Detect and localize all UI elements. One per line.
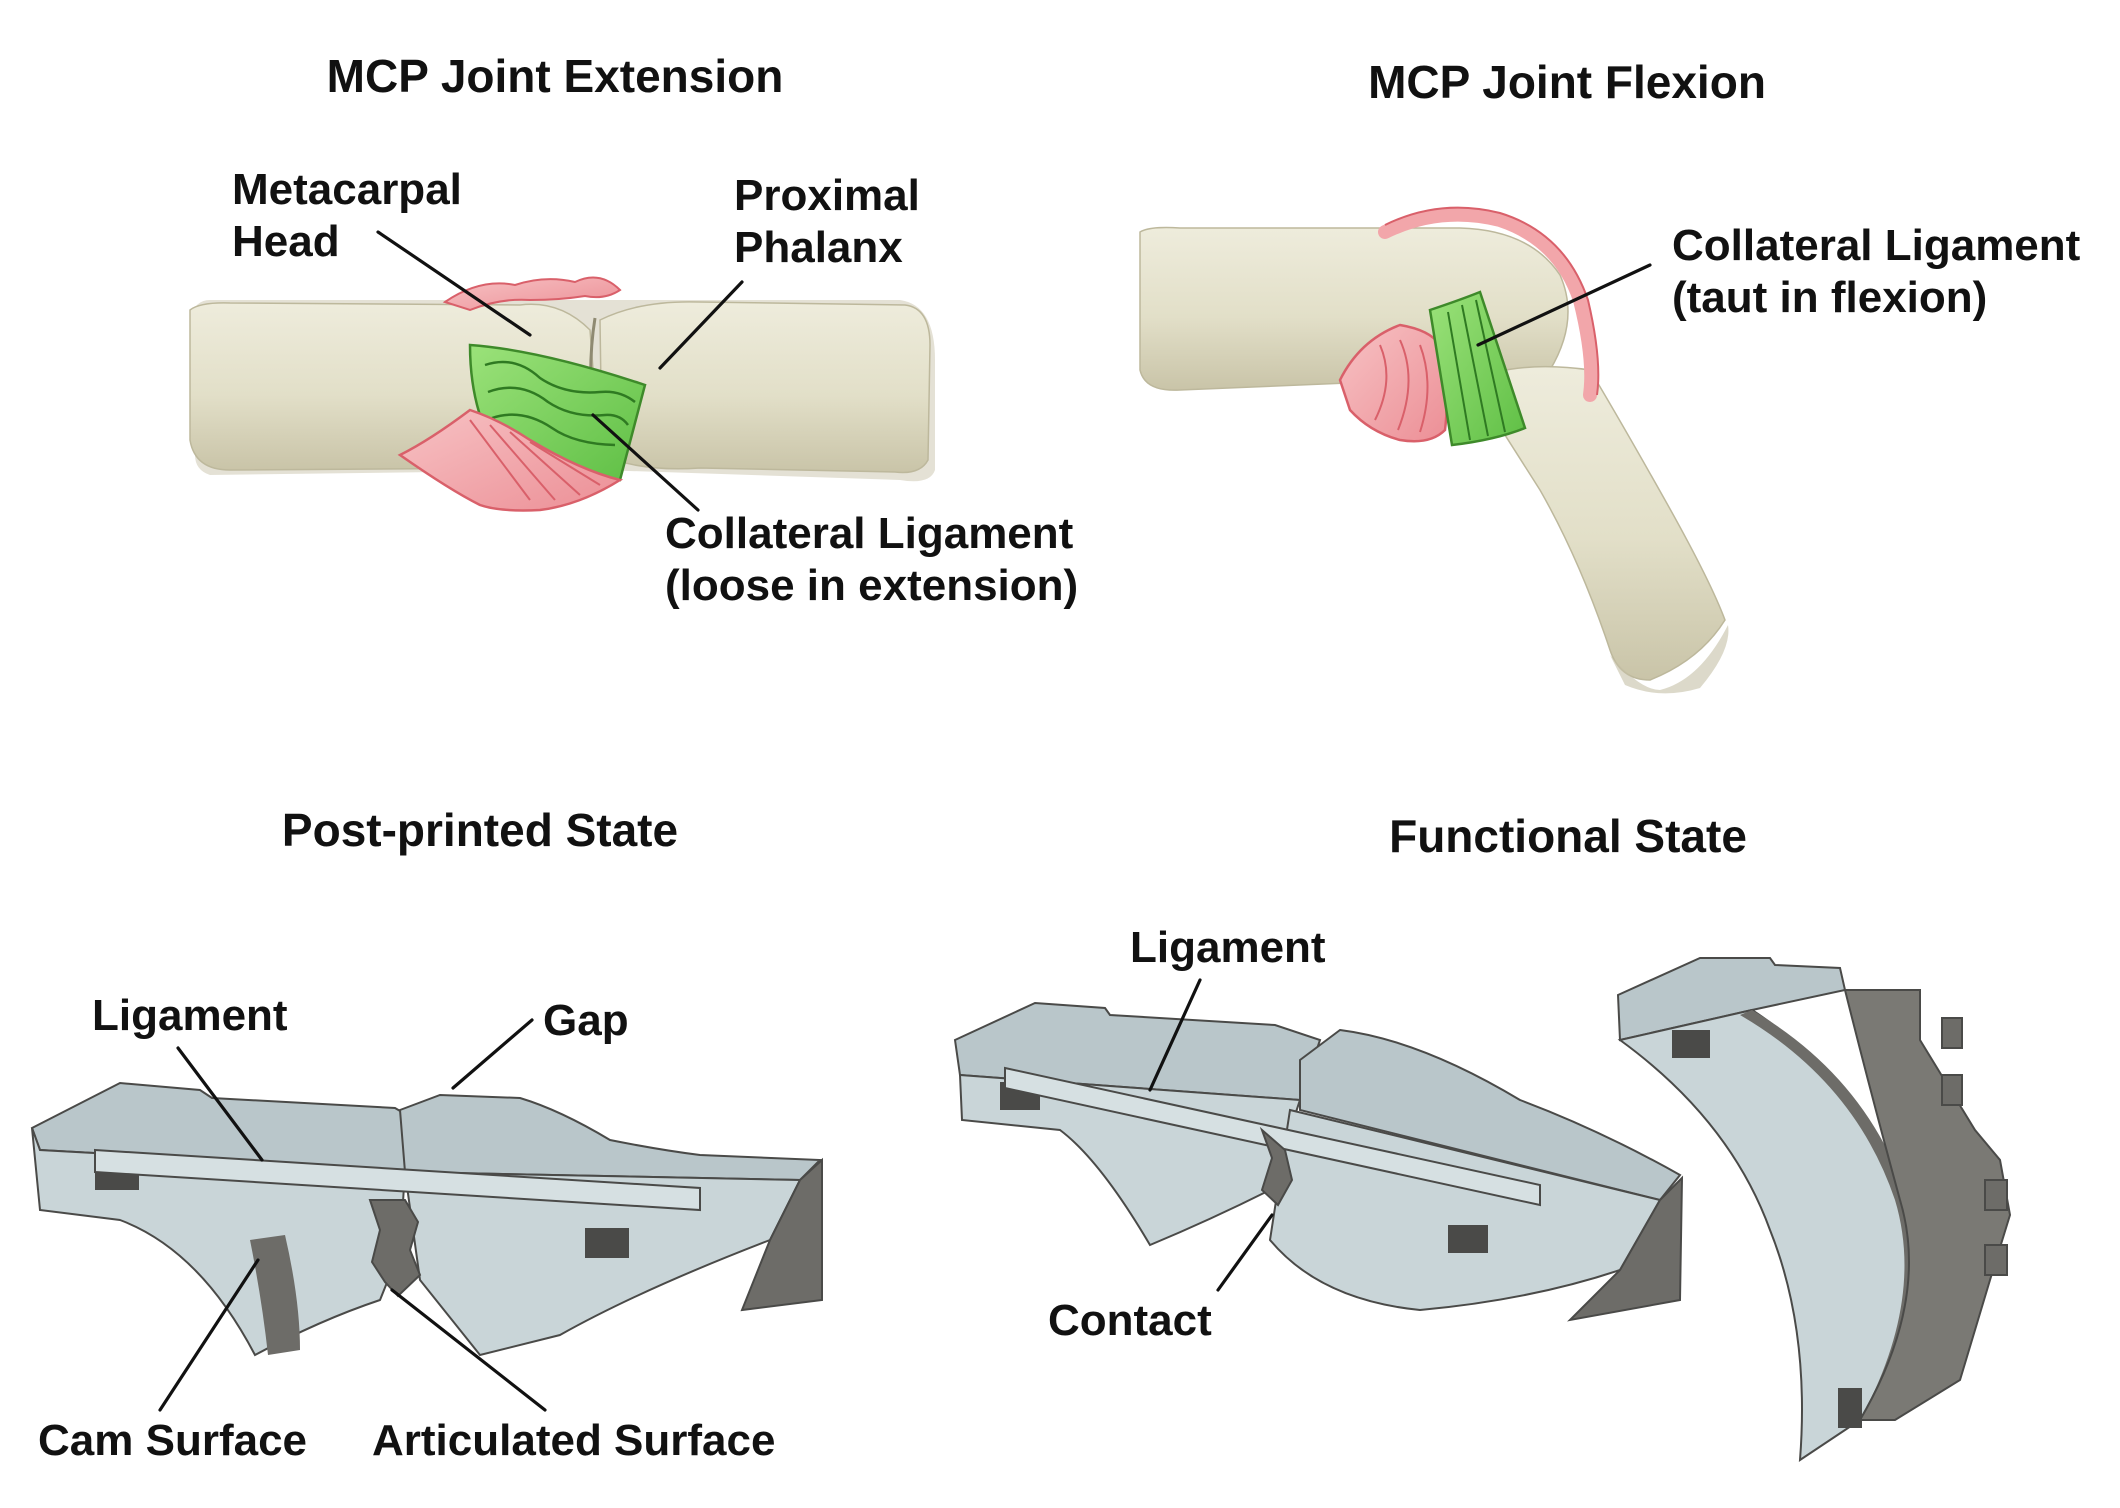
panel-extension: MCP Joint Extension Metacarpal Hea — [189, 50, 1086, 610]
functional-right-part-top — [1299, 1028, 1682, 1202]
label-proximal-phalanx: Proximal Phalanx — [734, 171, 932, 272]
functional-right-part-side — [1567, 1175, 1684, 1322]
extension-volar-striations — [469, 419, 601, 501]
flexion-collateral-ligament — [1428, 290, 1527, 447]
extension-dorsal-tissue — [442, 276, 622, 312]
label-functional-ligament: Ligament — [1130, 923, 1326, 972]
flexion-dorsal-tissue — [1378, 207, 1599, 402]
functional-flexed-teeth — [1941, 1017, 2008, 1276]
post-printed-right-part-top — [398, 1093, 823, 1182]
functional-flexed-right-edge — [1843, 989, 2012, 1421]
label-contact: Contact — [1048, 1296, 1212, 1345]
leader-flexion-collateral-ligament — [1476, 263, 1652, 347]
functional-title: Functional State — [1389, 810, 1747, 862]
functional-ligament-bar — [1004, 1066, 1541, 1207]
post-printed-right-slot — [585, 1228, 629, 1258]
extension-volar-tissue — [397, 408, 624, 512]
flexion-ligament-fibers — [1447, 299, 1506, 441]
flexion-volar-striations — [1374, 339, 1429, 433]
leader-cam-surface — [158, 1258, 260, 1412]
post-printed-ligament-bar — [94, 1148, 701, 1212]
flexion-title: MCP Joint Flexion — [1368, 56, 1766, 108]
panel-functional: Functional State Ligament Contact — [953, 810, 2012, 1462]
functional-right-slot — [1448, 1225, 1488, 1253]
flexion-dorsal-tissue-edge — [1384, 206, 1600, 396]
functional-contact-notch — [1259, 1126, 1294, 1207]
label-post-printed-ligament: Ligament — [92, 991, 288, 1040]
leader-articulated-surface — [390, 1288, 547, 1412]
leader-functional-ligament — [1148, 978, 1202, 1092]
extension-ligament-fibers — [484, 360, 636, 447]
label-cam-surface: Cam Surface — [38, 1416, 307, 1465]
leader-gap — [451, 1018, 534, 1090]
flexion-bone-shadow — [1610, 625, 1729, 694]
label-metacarpal-head: Metacarpal Head — [232, 165, 474, 266]
leader-extension-collateral-ligament — [591, 413, 700, 512]
leader-metacarpal-head — [376, 230, 532, 337]
label-flexion-collateral-ligament: Collateral Ligament (taut in flexion) — [1672, 221, 2093, 322]
label-articulated-surface: Articulated Surface — [372, 1416, 775, 1465]
post-printed-title: Post-printed State — [282, 804, 678, 856]
leader-proximal-phalanx — [658, 280, 744, 370]
panel-flexion: MCP Joint Flexion Collateral Ligament (t… — [1139, 56, 2093, 694]
post-printed-right-part-front — [403, 1170, 802, 1357]
post-printed-cam-surface — [250, 1235, 300, 1355]
panel-post-printed: Post-printed State Ligament Gap Cam Surf… — [30, 804, 823, 1465]
leader-contact — [1216, 1213, 1274, 1292]
functional-flexed-slot-bottom — [1838, 1388, 1862, 1428]
post-printed-right-part-side — [740, 1157, 823, 1312]
label-gap: Gap — [543, 996, 629, 1045]
post-printed-articulated-surface — [368, 1199, 422, 1298]
functional-flexed-slot-top — [1672, 1030, 1710, 1058]
extension-title: MCP Joint Extension — [327, 50, 784, 102]
leader-post-printed-ligament — [176, 1046, 264, 1162]
proximal-phalanx-bone — [599, 301, 931, 474]
label-extension-collateral-ligament: Collateral Ligament (loose in extension) — [665, 509, 1086, 610]
